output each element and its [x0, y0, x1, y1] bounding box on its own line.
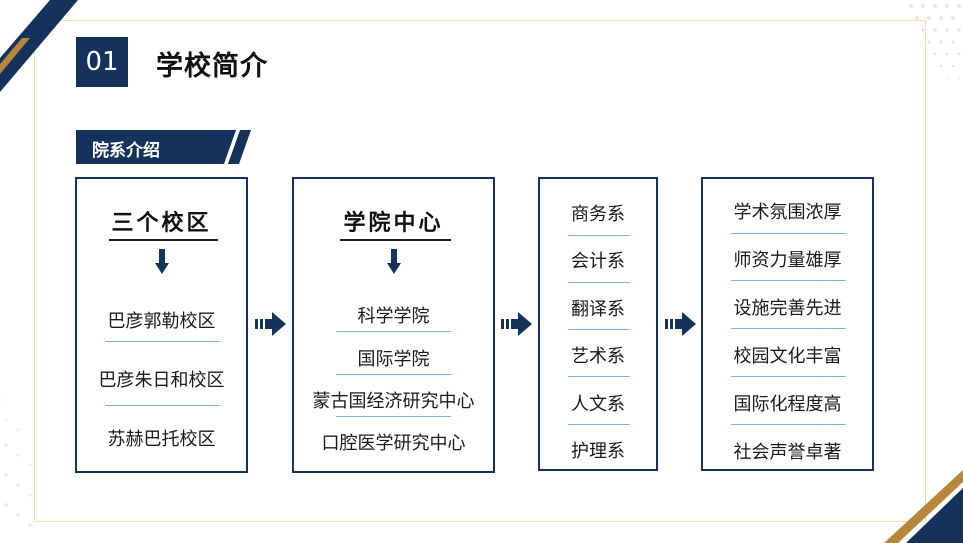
- college-item: 口腔医学研究中心: [321, 433, 466, 454]
- campus-separator: [105, 341, 220, 342]
- feature-separator: [731, 376, 846, 377]
- section-number-badge: 01: [76, 37, 128, 87]
- department-item: 商务系: [571, 204, 625, 225]
- top-left-corner-decoration: [0, 0, 78, 92]
- department-item: 护理系: [571, 441, 625, 462]
- department-separator: [568, 235, 630, 236]
- double-right-arrow-icon: [501, 312, 532, 336]
- department-separator: [568, 329, 630, 330]
- colleges-title: 学院中心: [343, 211, 444, 236]
- college-item: 科学学院: [357, 306, 430, 327]
- college-separator: [336, 416, 451, 417]
- college-item: 蒙古国经济研究中心: [312, 391, 475, 412]
- feature-item: 社会声誉卓著: [733, 442, 842, 463]
- page-title: 学校简介: [156, 51, 268, 82]
- down-arrow-icon: [155, 249, 169, 274]
- campuses-title: 三个校区: [111, 211, 212, 236]
- department-separator: [568, 376, 630, 377]
- campus-item: 苏赫巴托校区: [107, 429, 216, 450]
- double-right-arrow-icon: [665, 312, 696, 336]
- feature-item: 校园文化丰富: [733, 346, 842, 367]
- feature-item: 国际化程度高: [733, 394, 842, 415]
- bottom-right-corner-decoration: [884, 470, 963, 543]
- campus-item: 巴彦朱日和校区: [98, 370, 225, 391]
- department-item: 人文系: [571, 394, 625, 415]
- campus-item: 巴彦郭勒校区: [107, 311, 216, 332]
- colleges-title-underline: [340, 239, 451, 241]
- campus-separator: [105, 405, 220, 406]
- department-item: 翻译系: [571, 299, 625, 320]
- feature-item: 设施完善先进: [733, 298, 842, 319]
- section-number: 01: [85, 47, 119, 77]
- dot-pattern-decoration-left: [4, 398, 32, 527]
- colleges-box: 学院中心 科学学院 国际学院 蒙古国经济研究中心 口腔医学研究中心: [292, 177, 495, 473]
- slide-frame: [34, 20, 926, 522]
- campuses-box: 三个校区 巴彦郭勒校区 巴彦朱日和校区 苏赫巴托校区: [75, 177, 248, 473]
- campuses-title-underline: [109, 239, 218, 241]
- departments-box: 商务系 会计系 翻译系 艺术系 人文系 护理系: [538, 177, 658, 471]
- department-separator: [568, 282, 630, 283]
- section-label: 院系介绍: [92, 141, 160, 161]
- dot-pattern-decoration: [909, 4, 961, 79]
- department-item: 艺术系: [571, 346, 625, 367]
- features-box: 学术氛围浓厚 师资力量雄厚 设施完善先进 校园文化丰富 国际化程度高 社会声誉卓…: [701, 177, 874, 471]
- department-item: 会计系: [571, 251, 625, 272]
- double-right-arrow-icon: [255, 312, 286, 336]
- feature-separator: [731, 233, 846, 234]
- feature-item: 师资力量雄厚: [733, 250, 842, 271]
- feature-separator: [731, 280, 846, 281]
- college-separator: [336, 331, 451, 332]
- college-item: 国际学院: [357, 349, 430, 370]
- college-separator: [336, 374, 451, 375]
- feature-separator: [731, 424, 846, 425]
- down-arrow-icon: [387, 249, 401, 274]
- feature-separator: [731, 328, 846, 329]
- department-separator: [568, 424, 630, 425]
- feature-item: 学术氛围浓厚: [733, 202, 842, 223]
- section-label-banner: [76, 130, 251, 164]
